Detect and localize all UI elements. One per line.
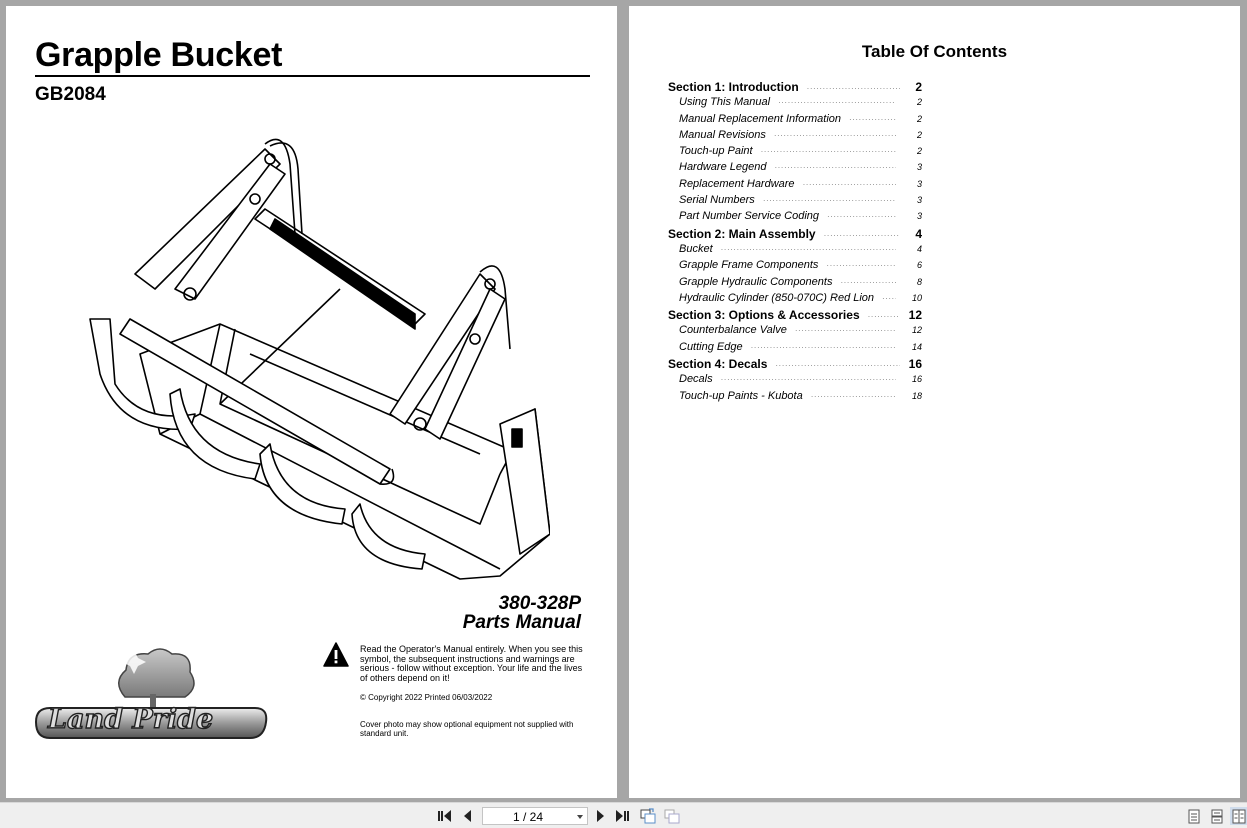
toc-page-number: 16 <box>911 374 922 385</box>
dot-leader: ········································… <box>802 179 896 189</box>
dot-leader: ········································… <box>806 84 900 93</box>
continuous-pages-icon <box>1211 809 1223 823</box>
single-page-icon <box>1188 809 1200 823</box>
toc-entry[interactable]: Cutting Edge····························… <box>679 340 922 353</box>
dot-leader: ········································… <box>849 114 896 124</box>
toc-page-number: 2 <box>916 113 922 124</box>
dropdown-caret-icon <box>577 815 583 819</box>
toc-page-number: 12 <box>911 325 922 336</box>
continuous-view-button[interactable] <box>1209 808 1225 824</box>
dot-leader: ········································… <box>774 163 896 173</box>
toc-entry[interactable]: Using This Manual·······················… <box>679 96 922 109</box>
toc-heading: Table Of Contents <box>861 42 1008 61</box>
single-page-view-button[interactable] <box>1186 808 1202 824</box>
toc-entry[interactable]: Touch-up Paint··························… <box>679 145 922 158</box>
toc-entry[interactable]: Counterbalance Valve····················… <box>679 324 922 337</box>
document-title: Grapple Bucket <box>35 36 283 74</box>
copyright-text: © Copyright 2022 Printed 06/03/2022 <box>360 693 493 702</box>
toc-page-number: 3 <box>916 211 922 222</box>
model-number: GB2084 <box>35 84 106 105</box>
toc-section-entry[interactable]: Section 2: Main Assembly················… <box>668 226 922 241</box>
dot-leader: ········································… <box>775 361 900 371</box>
dot-leader: ········································… <box>778 98 896 108</box>
first-page-icon <box>438 810 451 822</box>
two-page-icon <box>1232 809 1245 823</box>
dot-leader: ········································… <box>827 212 896 222</box>
rotate-page-disabled-icon <box>664 809 680 824</box>
rotate-page-icon <box>640 808 656 824</box>
rotate-counterclockwise-button[interactable] <box>664 808 680 824</box>
toc-page-number: 10 <box>911 292 922 303</box>
dot-leader: ········································… <box>823 230 900 240</box>
page-indicator: 1 / 24 <box>512 810 544 824</box>
two-page-view-button[interactable] <box>1230 807 1247 825</box>
previous-page-icon <box>464 810 471 822</box>
manual-number: 380-328P <box>498 593 581 614</box>
next-page-icon <box>597 810 604 822</box>
previous-page-button[interactable] <box>460 808 476 824</box>
first-page-button[interactable] <box>437 808 453 824</box>
toc-page-number: 4 <box>916 243 922 254</box>
toc-page-number: 2 <box>916 97 922 108</box>
title-divider <box>35 75 590 77</box>
toc-section-entry[interactable]: Section 3: Options & Accessories········… <box>668 308 922 323</box>
toc-page-number: 2 <box>915 80 922 94</box>
next-page-button[interactable] <box>592 808 608 824</box>
dot-leader: ········································… <box>810 391 896 401</box>
svg-text:Land Pride: Land Pride <box>47 704 213 735</box>
dot-leader: ········································… <box>750 342 896 352</box>
safety-warning-text: Read the Operator's Manual entirely. Whe… <box>360 644 583 683</box>
toc-list: Section 1: Introduction·················… <box>668 80 922 406</box>
toc-page-number: 18 <box>911 390 922 401</box>
toc-page-number: 3 <box>916 162 922 173</box>
cover-photo-note: Cover photo may show optional equipment … <box>360 720 574 738</box>
toc-entry[interactable]: Serial Numbers··························… <box>679 194 922 207</box>
toc-entry[interactable]: Manual Replacement Information··········… <box>679 112 922 125</box>
toc-page-number: 3 <box>916 195 922 206</box>
document-viewport[interactable]: Grapple Bucket GB2084 <box>0 0 1247 802</box>
toc-page-number: 8 <box>916 276 922 287</box>
manual-type: Parts Manual <box>462 612 581 633</box>
toc-entry[interactable]: Bucket··································… <box>679 242 922 255</box>
toc-page-number: 4 <box>915 226 922 241</box>
land-pride-logo: Land Pride <box>34 648 268 739</box>
dot-leader: ········································… <box>867 312 900 322</box>
toc-entry[interactable]: Manual Revisions························… <box>679 128 922 141</box>
dot-leader: ········································… <box>720 375 896 385</box>
toc-entry[interactable]: Hardware Legend·························… <box>679 161 922 174</box>
warning-triangle-icon <box>323 642 349 667</box>
dot-leader: ········································… <box>794 326 896 336</box>
dot-leader: ········································… <box>720 244 896 254</box>
toc-page-number: 2 <box>916 129 922 140</box>
page-1-cover: Grapple Bucket GB2084 <box>6 6 617 798</box>
dot-leader: ········································… <box>882 293 896 303</box>
dot-leader: ········································… <box>760 147 896 157</box>
toc-entry[interactable]: Replacement Hardware····················… <box>679 177 922 190</box>
toc-page-number: 6 <box>916 260 922 271</box>
page-2-table-of-contents: Table Of Contents Section 1: Introductio… <box>629 6 1240 798</box>
toc-section-entry[interactable]: Section 4: Decals·······················… <box>668 357 922 372</box>
dot-leader: ········································… <box>840 277 896 287</box>
last-page-button[interactable] <box>614 808 630 824</box>
toc-page-number: 12 <box>908 308 922 323</box>
toc-section-entry[interactable]: Section 1: Introduction·················… <box>668 80 922 94</box>
dot-leader: ········································… <box>773 130 896 140</box>
toc-entry[interactable]: Touch-up Paints - Kubota················… <box>679 389 922 402</box>
last-page-icon <box>616 810 629 822</box>
toc-entry[interactable]: Grapple Hydraulic Components············… <box>679 275 922 288</box>
toc-entry[interactable]: Hydraulic Cylinder (850-070C) Red Lion··… <box>679 291 922 304</box>
grapple-bucket-illustration <box>89 138 550 580</box>
dot-leader: ········································… <box>762 196 896 206</box>
toc-page-number: 16 <box>908 357 922 372</box>
viewer-toolbar: 1 / 24 <box>0 802 1247 828</box>
page-number-select[interactable]: 1 / 24 <box>482 807 588 825</box>
toc-entry[interactable]: Part Number Service Coding··············… <box>679 210 922 223</box>
dot-leader: ········································… <box>826 261 896 271</box>
toc-entry[interactable]: Grapple Frame Components················… <box>679 259 922 272</box>
toc-entry[interactable]: Decals··································… <box>679 373 922 386</box>
rotate-clockwise-button[interactable] <box>640 808 656 824</box>
toc-page-number: 14 <box>911 341 922 352</box>
toc-page-number: 2 <box>916 146 922 157</box>
toc-page-number: 3 <box>916 178 922 189</box>
